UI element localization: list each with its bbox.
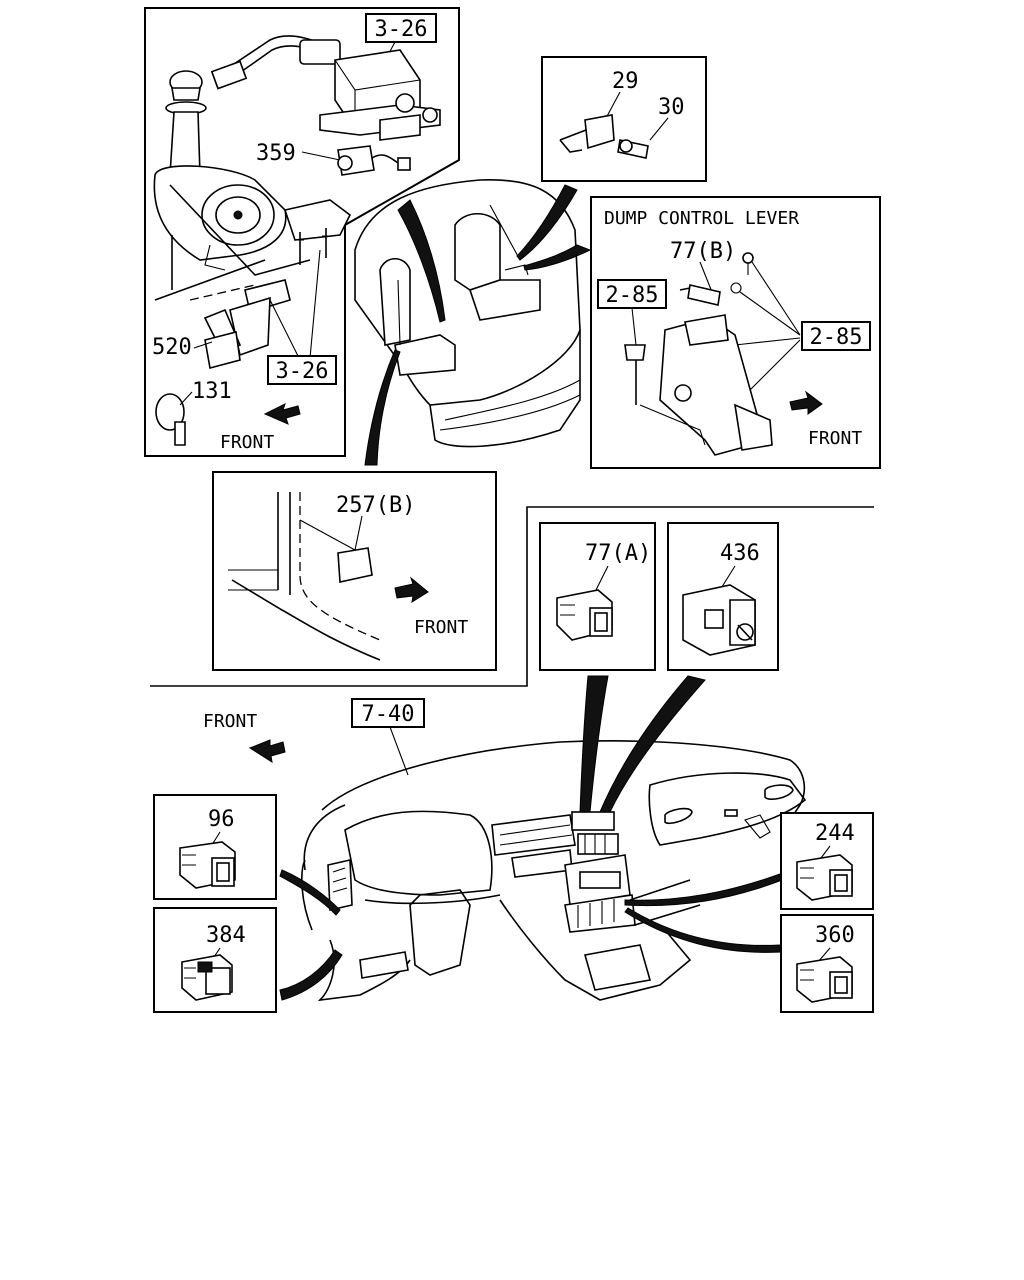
part-label-244[interactable]: 244 [815, 821, 855, 846]
part-label-359[interactable]: 359 [256, 141, 296, 166]
panel-dump-control-lever: DUMP CONTROL LEVER 77(B) 2-85 2-85 FRONT [590, 196, 881, 469]
part-label-96[interactable]: 96 [208, 807, 235, 832]
panel-257b: 257(B) FRONT [212, 471, 497, 671]
ref-label-3-26-bottom: 3-26 [276, 359, 329, 384]
ref-box-7-40[interactable]: 7-40 [351, 698, 425, 728]
panel-77a: 77(A) [539, 522, 656, 671]
panel-436: 436 [667, 522, 779, 671]
front-label-1: FRONT [220, 432, 274, 453]
panel-384: 384 [153, 907, 277, 1013]
panel-96: 96 [153, 794, 277, 900]
part-label-131[interactable]: 131 [192, 379, 232, 404]
ref-label-3-26-top: 3-26 [375, 17, 428, 42]
ref-box-2-85-right[interactable]: 2-85 [801, 321, 871, 351]
ref-label-7-40: 7-40 [362, 702, 415, 727]
panel-29-30: 29 30 [541, 56, 707, 182]
front-label-3: FRONT [414, 617, 468, 638]
ref-box-3-26-bottom[interactable]: 3-26 [267, 355, 337, 385]
front-arrow-dashboard: FRONT [203, 711, 286, 764]
ref-label-2-85-right: 2-85 [810, 325, 863, 350]
ref-label-2-85-left: 2-85 [606, 283, 659, 308]
panel-pump-assembly: 3-26 359 [144, 7, 460, 457]
dump-control-title: DUMP CONTROL LEVER [604, 208, 799, 229]
part-label-436[interactable]: 436 [720, 541, 760, 566]
front-label-4: FRONT [203, 711, 257, 732]
part-label-360[interactable]: 360 [815, 923, 855, 948]
ref-box-3-26-top[interactable]: 3-26 [365, 13, 437, 43]
part-label-257b[interactable]: 257(B) [336, 493, 415, 518]
cab-sketch [354, 178, 592, 466]
part-label-520[interactable]: 520 [152, 335, 192, 360]
part-label-29[interactable]: 29 [612, 69, 639, 94]
part-label-30[interactable]: 30 [658, 95, 685, 120]
front-label-2: FRONT [808, 428, 862, 449]
ref-box-2-85-left[interactable]: 2-85 [597, 279, 667, 309]
part-label-77b[interactable]: 77(B) [670, 239, 736, 264]
panel-360: 360 [780, 914, 874, 1013]
dashboard-sketch [279, 675, 807, 1002]
part-label-384[interactable]: 384 [206, 923, 246, 948]
panel-244: 244 [780, 812, 874, 910]
part-label-77a[interactable]: 77(A) [585, 541, 651, 566]
